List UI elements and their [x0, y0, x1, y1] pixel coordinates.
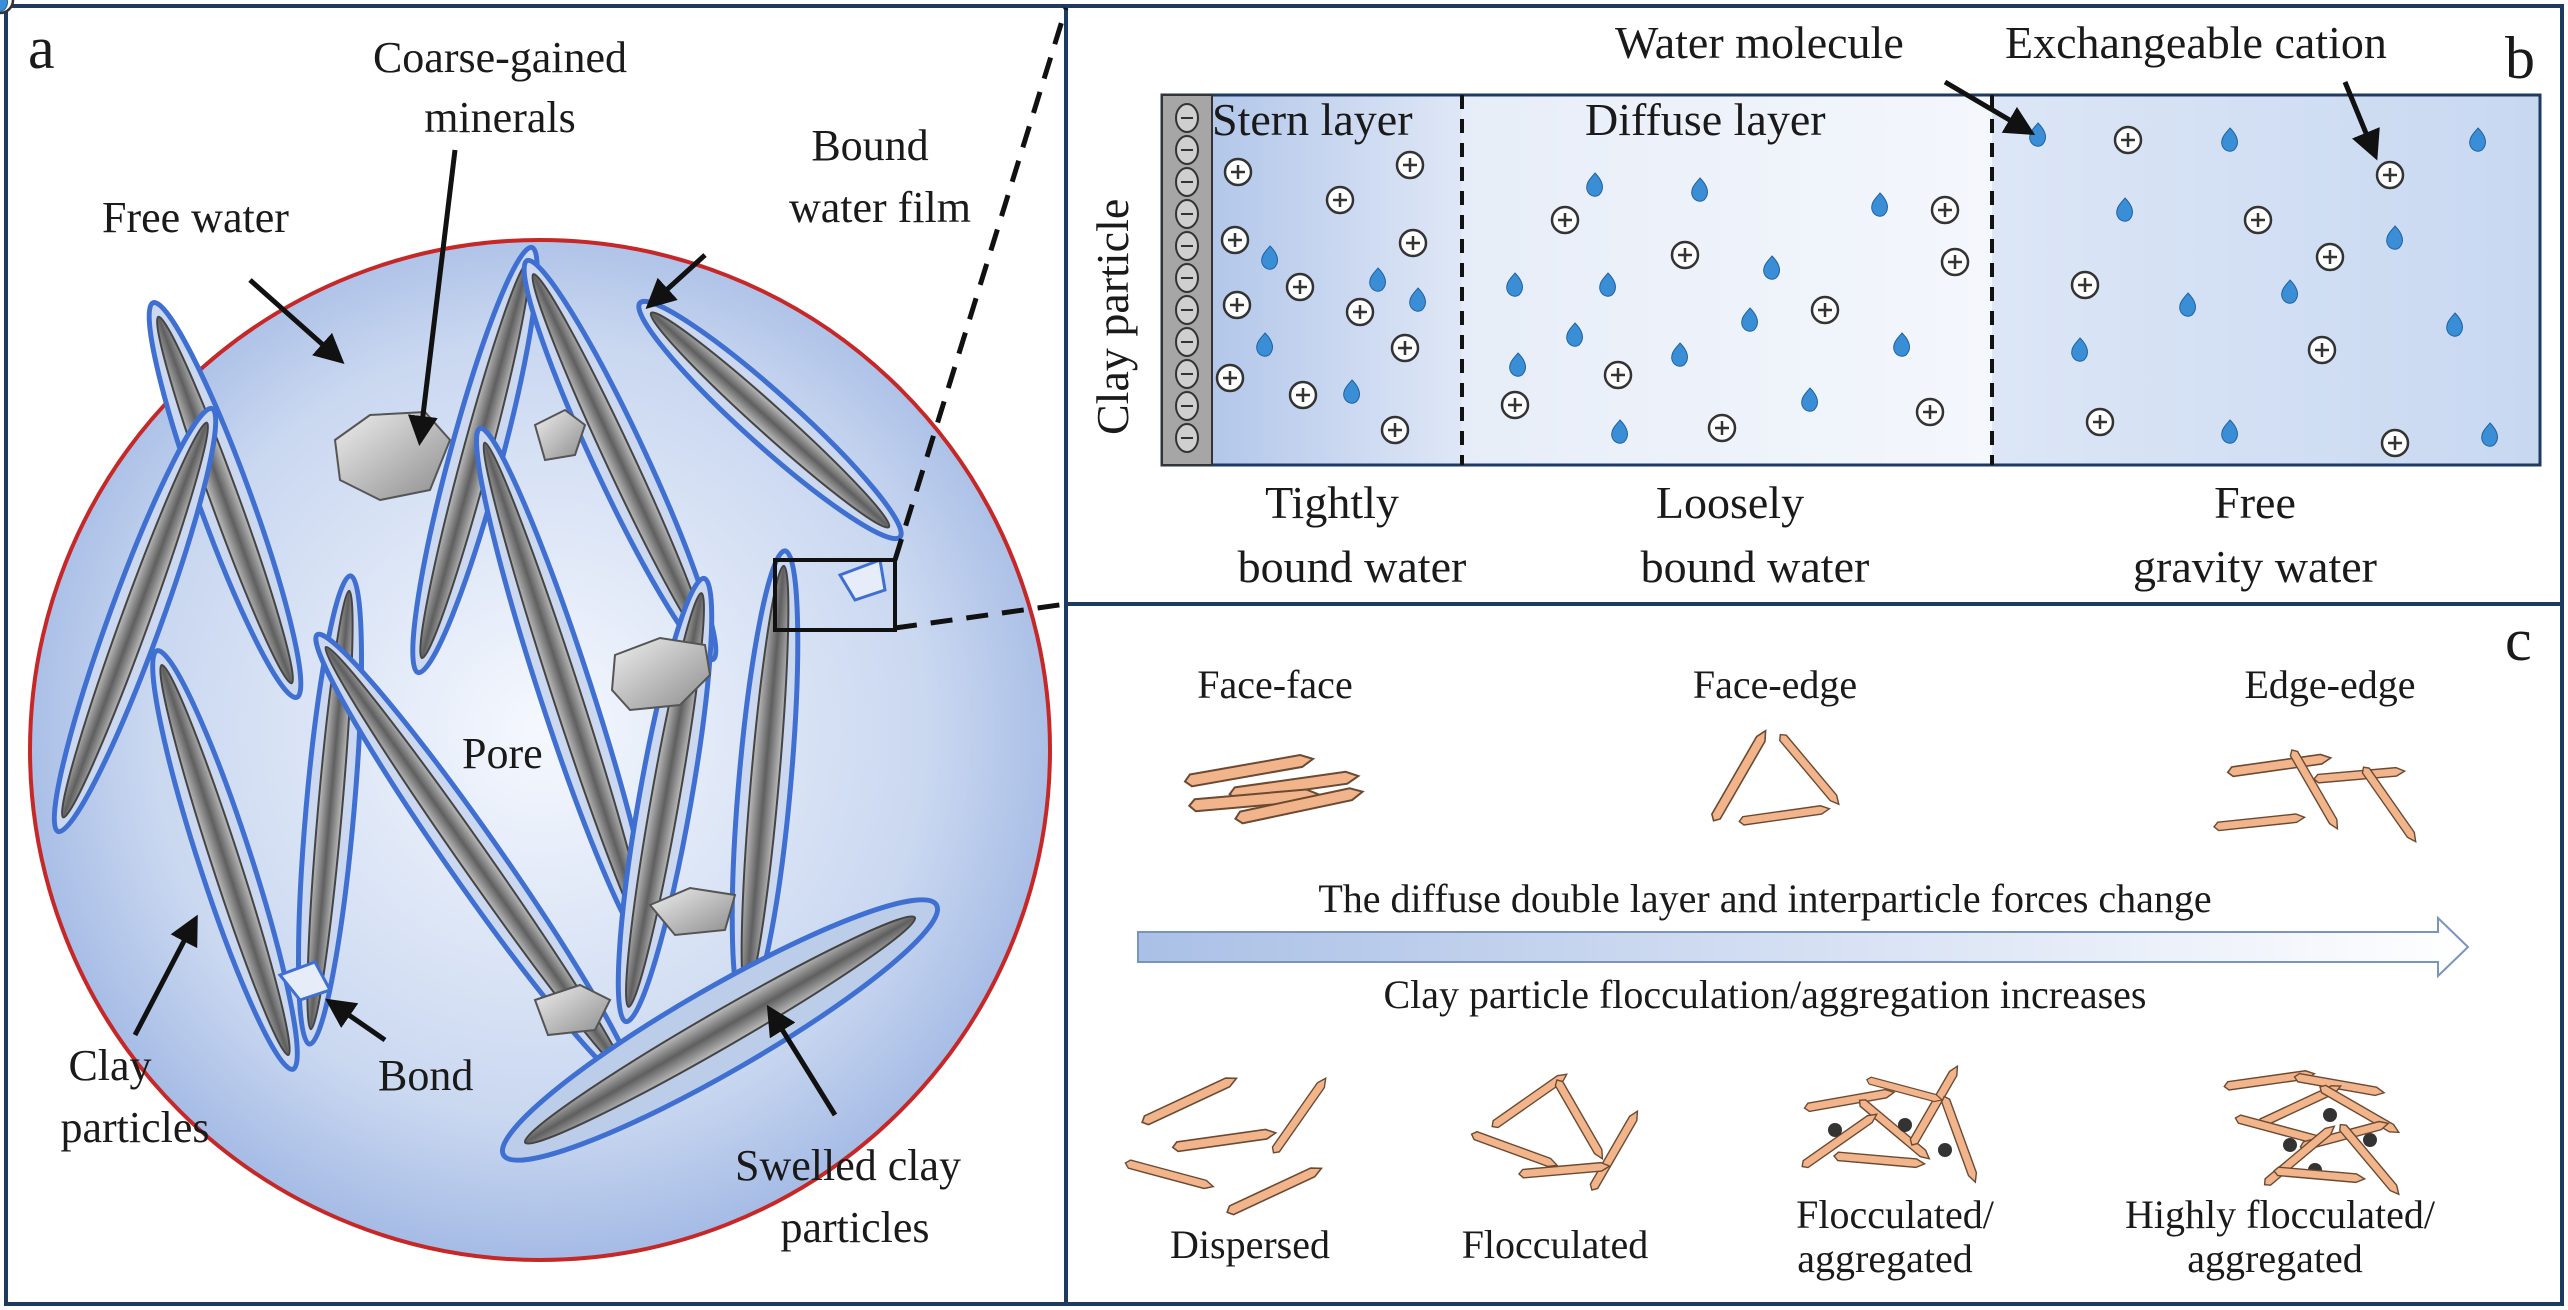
stern-layer-region — [1212, 95, 1462, 465]
clay-particles-label-1: Clay — [68, 1041, 151, 1090]
diffuse-layer-region — [1462, 95, 1992, 465]
negative-charges — [1175, 103, 1199, 453]
water-molecule-label: Water molecule — [1615, 17, 1904, 68]
pore-label: Pore — [462, 729, 543, 778]
flocc-agg-label-2: aggregated — [1797, 1236, 1972, 1281]
panel-c: c Face-face Face-edge Edge-edge — [1123, 607, 2532, 1281]
bound-film-label-1: Bound — [811, 121, 928, 170]
face-face-label: Face-face — [1197, 662, 1352, 707]
highly-label-1: Highly flocculated/ — [2125, 1192, 2436, 1237]
clay-particle — [150, 648, 300, 1072]
exchangeable-cation-label: Exchangeable cation — [2005, 17, 2387, 68]
edge-edge-label: Edge-edge — [2244, 662, 2415, 707]
diffuse-layer-label: Diffuse layer — [1585, 94, 1826, 145]
loosely-label-2: bound water — [1641, 541, 1870, 592]
clay-particle — [51, 405, 219, 835]
free-label-1: Free — [2214, 477, 2296, 528]
clay-particle — [313, 631, 637, 1089]
tightly-label-1: Tightly — [1265, 477, 1399, 528]
panel-a: a — [28, 7, 1069, 1262]
aggregate-bonds — [1828, 1108, 2377, 1177]
swelled-label-2: particles — [780, 1203, 929, 1252]
arrow-bottom-text: Clay particle flocculation/aggregation i… — [1383, 972, 2146, 1017]
free-water-label: Free water — [102, 193, 289, 242]
coarse-minerals — [333, 408, 737, 1037]
clay-particle-label: Clay particle — [1087, 199, 1138, 435]
panel-b-letter: b — [2505, 25, 2535, 91]
coarse-label-1: Coarse-gained — [373, 33, 627, 82]
swelled-label-1: Swelled clay — [735, 1141, 961, 1190]
increase-arrow — [1137, 915, 2470, 979]
flocculated-label: Flocculated — [1462, 1222, 1649, 1267]
clay-particle — [410, 244, 540, 676]
tightly-label-2: bound water — [1238, 541, 1467, 592]
bond-label: Bond — [378, 1051, 473, 1100]
zoom-box — [773, 558, 897, 632]
free-label-2: gravity water — [2133, 541, 2377, 592]
clay-particle — [473, 425, 657, 955]
panel-b: b — [0, 0, 2542, 592]
clay-particle — [521, 257, 719, 663]
swelled-clay-particle — [499, 897, 941, 1163]
clay-particle — [636, 298, 904, 542]
panel-c-letter: c — [2505, 607, 2532, 673]
water-molecules — [0, 0, 2498, 447]
clay-particles-label-2: particles — [60, 1103, 209, 1152]
dispersed-label: Dispersed — [1170, 1222, 1330, 1267]
coarse-label-2: minerals — [424, 93, 576, 142]
face-edge-label: Face-edge — [1693, 662, 1857, 707]
highly-label-2: aggregated — [2187, 1236, 2362, 1281]
arrow-top-text: The diffuse double layer and interpartic… — [1318, 876, 2211, 921]
panel-a-letter: a — [28, 15, 55, 81]
stern-layer-label: Stern layer — [1212, 94, 1413, 145]
bond-shapes — [277, 557, 887, 1002]
loosely-label-1: Loosely — [1656, 477, 1804, 528]
bound-film-label-2: water film — [789, 183, 971, 232]
flocc-agg-label-1: Flocculated/ — [1796, 1192, 1995, 1237]
clay-particles-group — [51, 244, 941, 1163]
